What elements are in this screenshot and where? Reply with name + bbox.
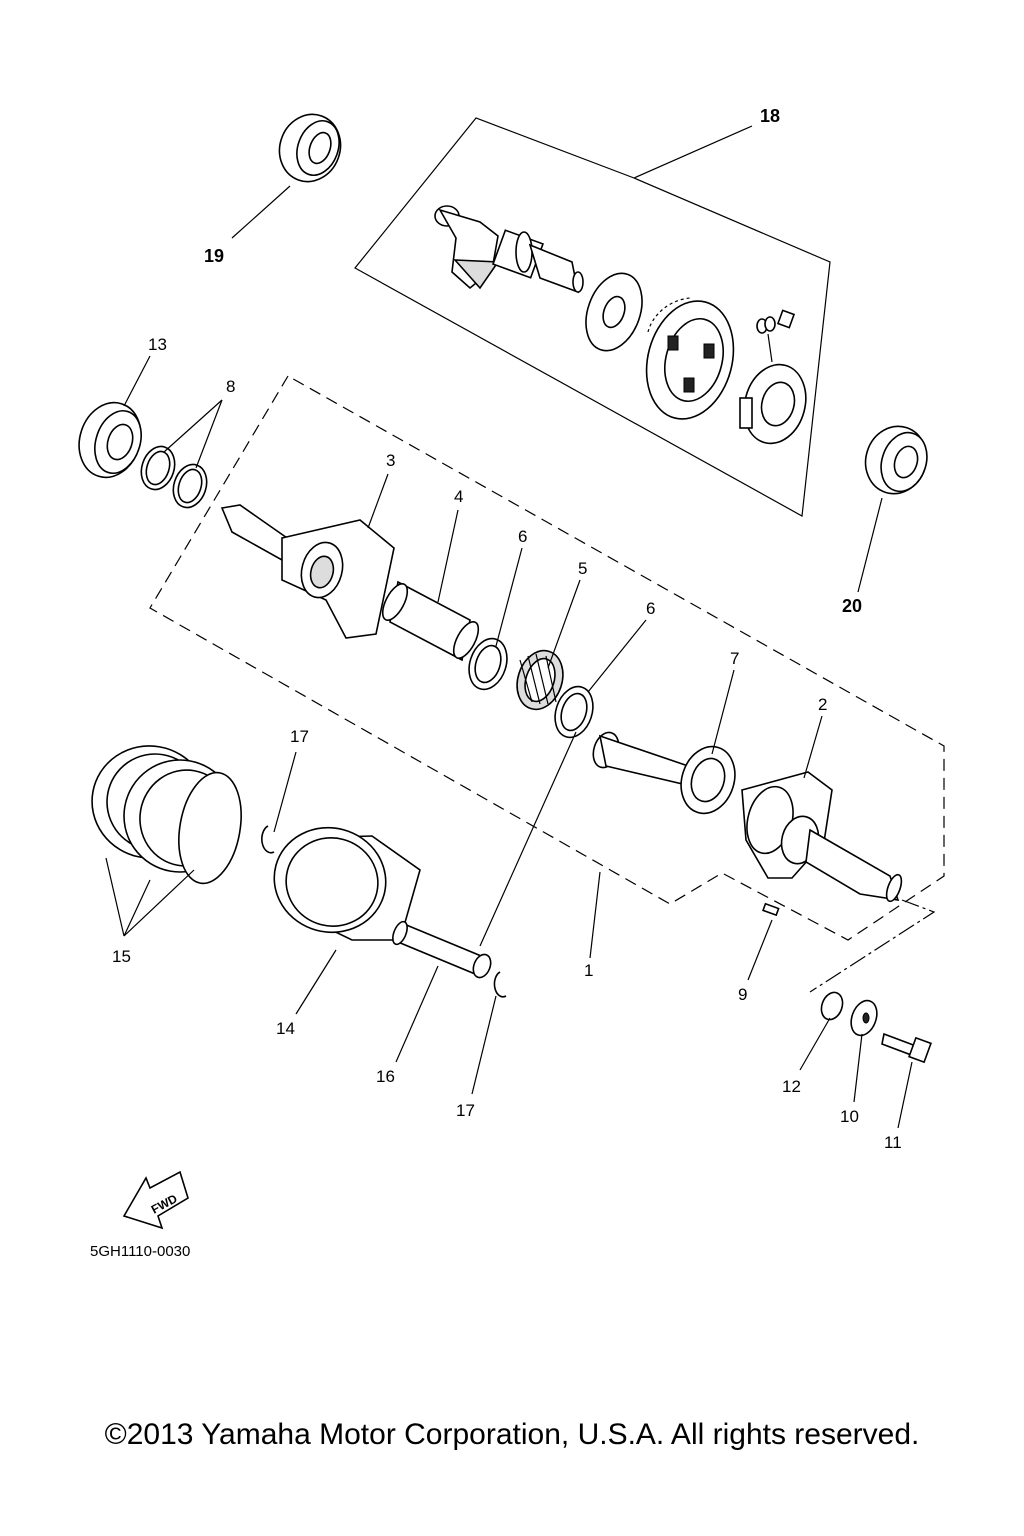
part-number-labels: 18 19 13 8 3 4 6 5 6 20 7 2 17 15 1 9 14… [112, 106, 902, 1152]
bearing-20 [864, 425, 928, 495]
bearing-19 [278, 113, 342, 183]
label-17a: 17 [290, 727, 309, 746]
label-12: 12 [782, 1077, 801, 1096]
connecting-rod [592, 731, 736, 815]
crank-left [220, 504, 395, 639]
buffer-boss [739, 363, 807, 445]
needle-bearing-5 [516, 649, 564, 711]
label-10: 10 [840, 1107, 859, 1126]
label-6a: 6 [518, 527, 527, 546]
balancer-shaft [434, 205, 584, 294]
label-9: 9 [738, 985, 747, 1004]
balancer-washer [585, 272, 643, 352]
thrust-washer-6a [468, 637, 508, 691]
piston-rings [91, 745, 242, 885]
label-16: 16 [376, 1067, 395, 1086]
thrust-washer-6b [554, 685, 594, 739]
piston-pin [392, 920, 492, 979]
piston-pin-clip-lower [493, 971, 507, 998]
damper-spring-and-pin [756, 309, 796, 363]
balancer-driven-gear [645, 297, 735, 420]
crank-end-fasteners [809, 899, 936, 1064]
label-15: 15 [112, 947, 131, 966]
woodruff-key [762, 902, 780, 917]
label-2: 2 [818, 695, 827, 714]
label-3: 3 [386, 451, 395, 470]
copyright-notice: ©2013 Yamaha Motor Corporation, U.S.A. A… [104, 1418, 920, 1451]
bearing-13 [78, 401, 142, 479]
label-19: 19 [204, 246, 224, 266]
label-18: 18 [760, 106, 780, 126]
leader-lines [105, 185, 913, 1129]
label-6b: 6 [646, 599, 655, 618]
label-4: 4 [454, 487, 463, 506]
label-7: 7 [730, 649, 739, 668]
label-5: 5 [578, 559, 587, 578]
oil-seal-rings-8 [140, 445, 208, 509]
diagram-code: 5GH1110-0030 [90, 1243, 190, 1260]
forward-arrow: FWD [122, 1170, 189, 1230]
crankshaft-assembly-frame [149, 375, 945, 941]
crank-pin [381, 580, 480, 662]
piston-pin-clip-upper [261, 825, 275, 854]
label-17b: 17 [456, 1101, 475, 1120]
balancer-assembly-frame [354, 117, 831, 517]
label-1: 1 [584, 961, 593, 980]
label-13: 13 [148, 335, 167, 354]
label-14: 14 [276, 1019, 295, 1038]
piston [273, 826, 421, 941]
crank-right [741, 771, 903, 903]
label-8: 8 [226, 377, 235, 396]
label-11: 11 [884, 1133, 902, 1152]
label-20: 20 [842, 596, 862, 616]
